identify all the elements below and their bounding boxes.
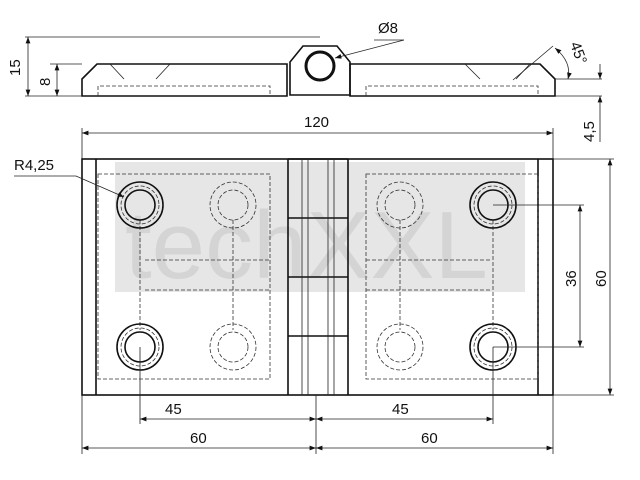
side-view: 15 8 Ø8 45° 4,5	[7, 20, 603, 142]
watermark: techXXL	[115, 162, 525, 299]
dim-half-width-left: 60	[190, 430, 207, 447]
dim-total-height: 15	[7, 59, 24, 76]
dim-hole-radius: R4,25	[14, 157, 54, 174]
dim-hole-offset-left: 45	[165, 401, 182, 418]
dim-pin-diameter: Ø8	[378, 20, 398, 37]
dim-chamfer-offset: 4,5	[581, 121, 598, 142]
front-view: 120 R4,25 36 60 45 45 60 60	[14, 114, 614, 454]
svg-text:techXXL: techXXL	[125, 192, 488, 299]
dim-half-width-right: 60	[421, 430, 438, 447]
dim-plate-height: 60	[593, 270, 610, 287]
dim-total-width: 120	[304, 114, 329, 131]
dim-hole-offset-right: 45	[392, 401, 409, 418]
dim-plate-thickness: 8	[37, 78, 54, 86]
dim-hole-spacing-vertical: 36	[563, 270, 580, 287]
dim-chamfer-angle: 45°	[566, 40, 590, 67]
